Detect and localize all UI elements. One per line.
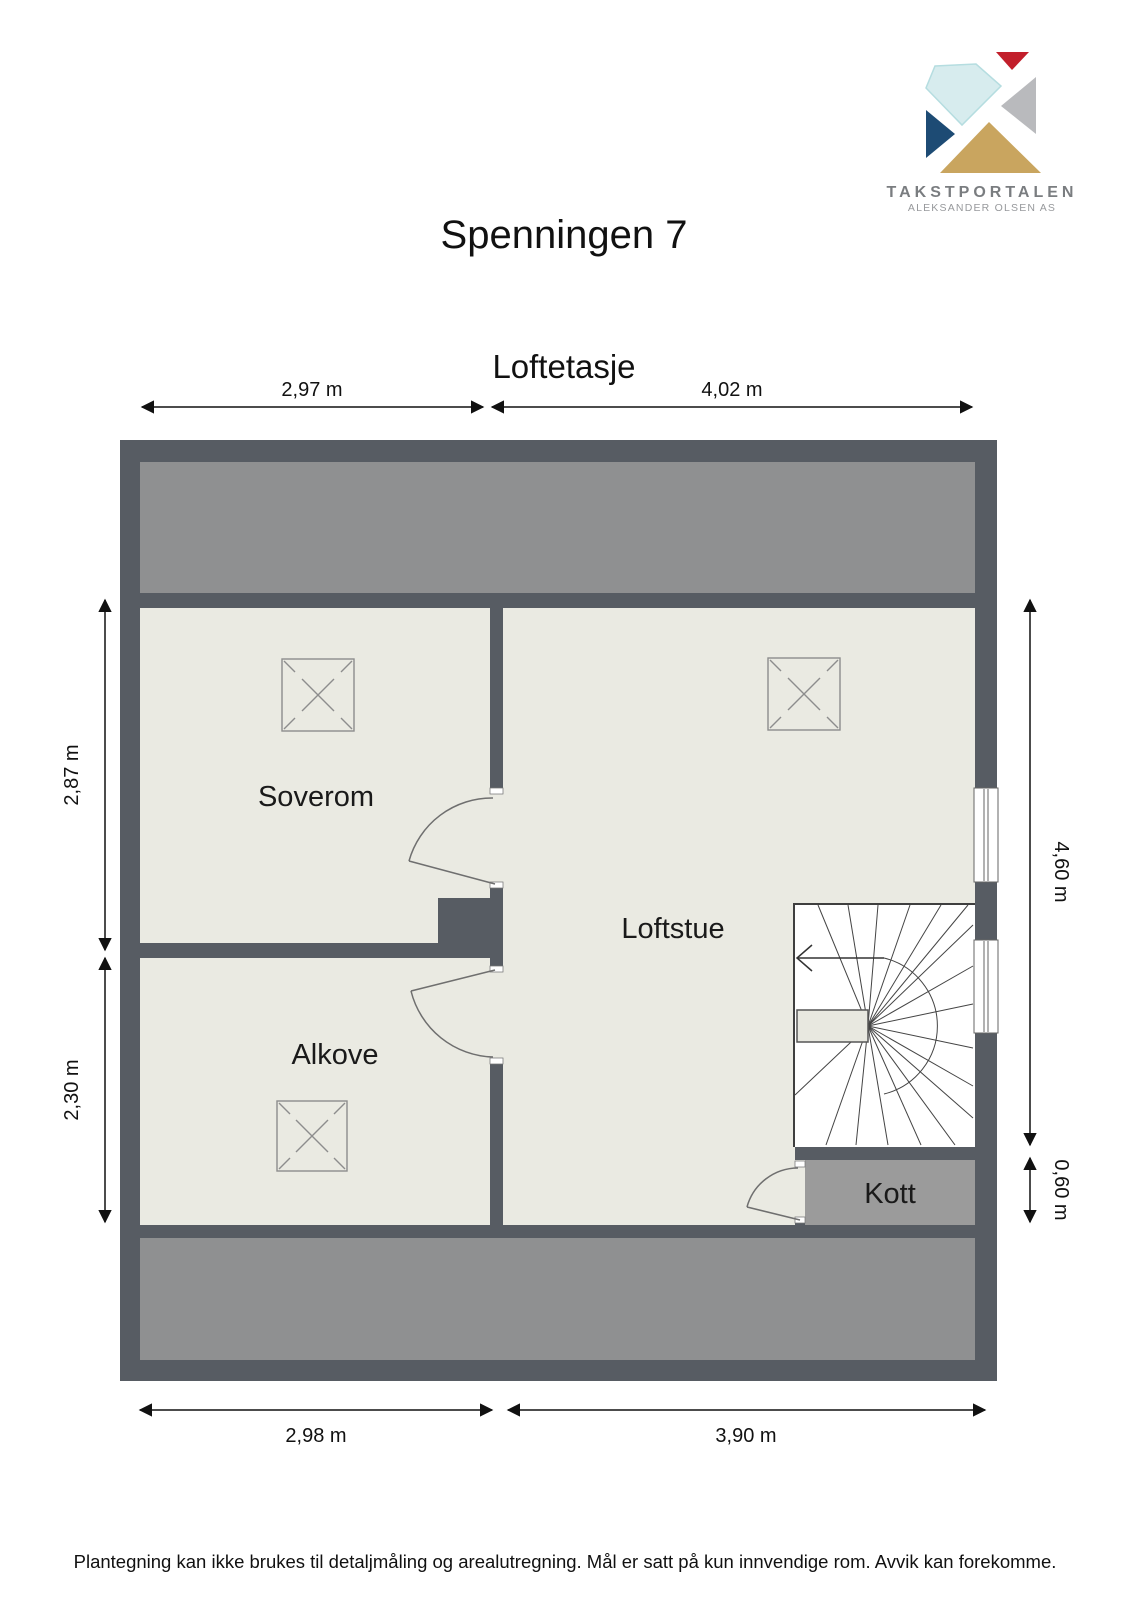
wall-soverom-alkove — [140, 943, 442, 958]
wall-vertical-lower — [490, 1064, 503, 1225]
kott-room — [805, 1160, 975, 1225]
logo-gold-triangle — [940, 122, 1041, 173]
staircase — [793, 903, 975, 1147]
room-label-loftstue: Loftstue — [621, 913, 724, 945]
jamb — [489, 1057, 504, 1065]
logo-gem-shape — [925, 63, 1003, 127]
logo-subtitle-text: ALEKSANDER OLSEN AS — [908, 202, 1056, 214]
logo-red-triangle — [996, 52, 1029, 70]
jamb — [489, 787, 504, 795]
logo-gray-triangle — [1001, 77, 1036, 134]
skylight-loftstue — [767, 657, 841, 731]
dim-label-top-right: 4,02 m — [701, 379, 762, 401]
logo-navy-triangle — [926, 110, 955, 158]
soverom-door-leaf — [408, 860, 496, 885]
wall-vertical-upper — [490, 595, 503, 788]
dim-label-bottom-right: 3,90 m — [715, 1425, 776, 1447]
doors — [408, 797, 801, 1221]
skylight-soverom — [281, 658, 355, 732]
windows — [973, 787, 999, 1034]
interior-walls — [140, 593, 975, 1238]
dim-label-left-upper: 2,87 m — [61, 744, 83, 805]
jamb — [489, 881, 504, 889]
logo-brand-text: TAKSTPORTALEN — [887, 184, 1078, 201]
wall-kott-left-stub — [795, 1223, 805, 1225]
wall-over-bottom-band — [140, 1225, 975, 1238]
disclaimer-text: Plantegning kan ikke brukes til detaljmå… — [74, 1551, 1057, 1572]
attic-band-bottom — [140, 1238, 975, 1360]
dim-label-bottom-left: 2,98 m — [285, 1425, 346, 1447]
wall-under-top-band — [140, 593, 975, 608]
dim-label-right-upper: 4,60 m — [1050, 841, 1072, 902]
dim-label-left-lower: 2,30 m — [61, 1059, 83, 1120]
page-title: Spenningen 7 — [441, 213, 688, 257]
stair-winder-arc — [883, 957, 938, 1095]
alkove-door-arc — [410, 990, 494, 1058]
soverom-door-arc — [408, 797, 494, 862]
stair-landing — [796, 1009, 869, 1043]
room-label-soverom: Soverom — [258, 781, 374, 813]
dim-label-right-lower: 0,60 m — [1050, 1159, 1072, 1220]
takstportalen-logo: TAKSTPORTALEN ALEKSANDER OLSEN AS — [887, 52, 1078, 214]
skylight-alkove — [276, 1100, 348, 1172]
kott-door-leaf — [746, 1206, 801, 1221]
room-label-kott: Kott — [864, 1178, 916, 1210]
jamb — [489, 965, 504, 973]
stair-direction-arrow — [795, 944, 884, 972]
jamb — [794, 1160, 806, 1168]
skylights — [276, 657, 841, 1172]
floor-label: Loftetasje — [492, 348, 635, 385]
attic-band-top — [140, 462, 975, 593]
dim-label-top-left: 2,97 m — [281, 379, 342, 401]
window-lower — [973, 939, 999, 1034]
window-upper — [973, 787, 999, 883]
dimension-lines: 2,97 m 4,02 m 2,98 m 3,90 m 2,87 m 2,30 … — [61, 379, 1072, 1447]
alkove-door-leaf — [410, 969, 496, 992]
room-label-alkove: Alkove — [291, 1039, 378, 1071]
wall-stair-kott — [795, 1147, 975, 1160]
kott-door-arc — [746, 1167, 799, 1208]
plan: Soverom Loftstue Alkove Kott — [120, 440, 999, 1381]
chimney-block — [438, 898, 503, 958]
